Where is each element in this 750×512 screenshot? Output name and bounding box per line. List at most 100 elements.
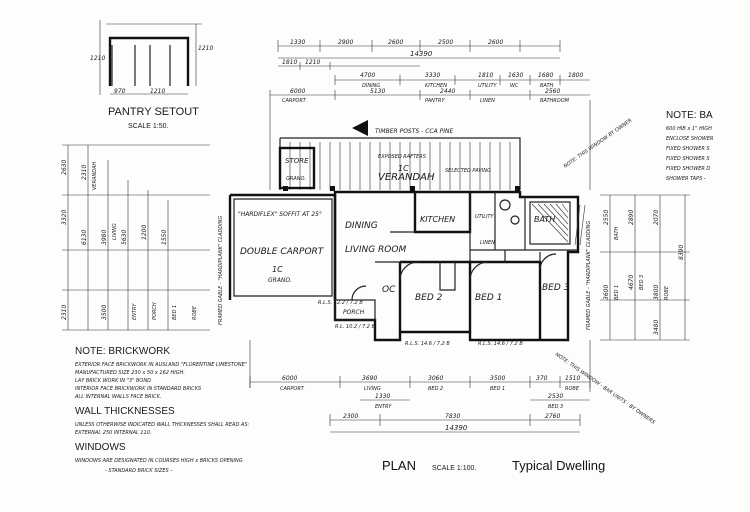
bottom-dimensions: 6000 3690 3060 3500 370 1510 CARPORT LIV… bbox=[249, 340, 591, 433]
left-dimensions: 2630 2310 3320 6130 3980 5630 1200 1550 … bbox=[61, 144, 210, 331]
top-dim-label: DINING bbox=[362, 83, 380, 89]
right-dim: 2890 bbox=[628, 210, 635, 225]
top-dim-label: UTILITY bbox=[478, 83, 498, 89]
note-rafters: EXPOSED RAFTERS bbox=[378, 154, 427, 160]
top-dim-label: KITCHEN bbox=[425, 83, 447, 89]
room-store-sub: GRANO. bbox=[286, 176, 306, 182]
notes-windows: WINDOWS WINDOWS ARE DESIGNATED IN COURSE… bbox=[75, 442, 243, 474]
note-paving: SELECTED PAVING bbox=[445, 168, 491, 174]
left-dim: 5630 bbox=[121, 230, 128, 245]
pantry-dim-label: 970 bbox=[114, 88, 126, 95]
right-dim: 8390 bbox=[678, 245, 685, 260]
bottom-dim-label: BED 2 bbox=[428, 386, 443, 392]
note-rl: R.L.S. 12.2 / 7.2 B bbox=[318, 300, 363, 306]
top-dim: 2600 bbox=[488, 39, 503, 46]
left-dim-label: BED 1 bbox=[172, 305, 178, 320]
door-bed1 bbox=[469, 261, 489, 281]
title-block: PLAN SCALE 1:100. Typical Dwelling bbox=[382, 458, 605, 473]
right-dim-label: BATH bbox=[614, 226, 620, 240]
bottom-dim: 3060 bbox=[428, 375, 443, 382]
bottom-dim: 1330 bbox=[375, 393, 390, 400]
left-dim: 2630 bbox=[61, 160, 68, 175]
pantry-dim-lines bbox=[99, 20, 202, 95]
porch bbox=[334, 299, 376, 321]
bottom-dim-label: ENTRY bbox=[375, 404, 392, 410]
windows-line: WINDOWS ARE DESIGNATED IN COURSES HIGH x… bbox=[75, 458, 243, 464]
bottom-dim: 3500 bbox=[490, 375, 505, 382]
bottom-dim-label: CARPORT bbox=[280, 386, 305, 392]
left-dim: 6130 bbox=[81, 230, 88, 245]
right-dimensions: 2550 2890 2070 8390 3600 4670 3800 3480 … bbox=[600, 194, 690, 341]
top-dim: 3330 bbox=[425, 72, 440, 79]
corridor-walls bbox=[504, 250, 541, 262]
note-brickwork-line: EXTERIOR FACE BRICKWORK IN AUSLAND "FLOR… bbox=[75, 362, 247, 368]
door-bed2 bbox=[399, 261, 419, 281]
pantry-shelves bbox=[111, 45, 171, 86]
room-bath: BATH bbox=[534, 215, 555, 224]
top-dim: 2440 bbox=[440, 88, 455, 95]
top-dim-label: BATHROOM bbox=[540, 98, 570, 104]
bottom-dim-label: LIVING bbox=[364, 386, 381, 392]
house-external-walls bbox=[333, 190, 580, 342]
right-dim: 2070 bbox=[653, 210, 660, 225]
left-dim: 3500 bbox=[101, 305, 108, 320]
top-dimensions: 1330 2900 2600 2500 2600 14390 1810 1210… bbox=[269, 39, 591, 190]
timber-post bbox=[283, 186, 288, 191]
note-brickwork-line: INTERIOR FACE BRICKWORK IN STANDARD BRIC… bbox=[75, 386, 202, 392]
note-gable-left: FRAMED GABLE - "HARDIPLANK" CLADDING bbox=[218, 216, 224, 325]
timber-post bbox=[515, 186, 520, 191]
note-bathroom-line: ENCLOSE SHOWER bbox=[666, 136, 713, 142]
internal-walls bbox=[375, 231, 415, 263]
title-name: Typical Dwelling bbox=[512, 458, 605, 473]
note-rl: R.L.S. 14.6 / 7.2 B bbox=[478, 341, 523, 347]
room-porch: PORCH bbox=[343, 309, 365, 316]
room-dining: DINING bbox=[345, 221, 378, 231]
top-dim-label: CARPORT bbox=[282, 98, 307, 104]
note-brickwork-line: MANUFACTURED SIZE 230 x 50 x 162 HIGH. bbox=[75, 370, 185, 376]
left-dim-label: PORCH bbox=[152, 302, 158, 320]
note-timber-posts: TIMBER POSTS - CCA PINE bbox=[375, 128, 453, 135]
right-dim: 2550 bbox=[603, 210, 610, 225]
top-dim: 1810 bbox=[478, 72, 493, 79]
windows-heading: WINDOWS bbox=[75, 442, 126, 453]
top-dim: 2500 bbox=[438, 39, 453, 46]
robe bbox=[439, 262, 456, 291]
room-carport-code: 1C bbox=[272, 265, 283, 274]
pantry-dim-label: 1210 bbox=[150, 88, 165, 95]
room-utility: UTILITY bbox=[475, 214, 495, 220]
title-plan: PLAN bbox=[382, 458, 416, 473]
top-overall-dim: 14390 bbox=[410, 50, 433, 58]
top-dim: 1810 bbox=[282, 59, 297, 66]
pantry-dim-label: 1210 bbox=[198, 45, 213, 52]
right-dim: 4670 bbox=[628, 275, 635, 290]
top-dim: 6000 bbox=[290, 88, 305, 95]
title-scale: SCALE 1:100. bbox=[432, 465, 476, 472]
note-bathroom-line: FIXED SHOWER D bbox=[666, 166, 710, 172]
top-dim: 5130 bbox=[370, 88, 385, 95]
left-dim-label: VERANDAH bbox=[92, 162, 98, 190]
pantry-wall bbox=[108, 36, 190, 86]
bottom-dim-label: ROBE bbox=[565, 386, 580, 392]
note-brickwork-heading: NOTE: BRICKWORK bbox=[75, 346, 170, 357]
room-verandah-code: 1C bbox=[398, 164, 409, 173]
note-gable-right: FRAMED GABLE - "HARDIPLANK" CLADDING bbox=[586, 221, 592, 330]
bottom-dim: 2760 bbox=[545, 413, 560, 420]
room-kitchen: KITCHEN bbox=[420, 215, 455, 224]
top-dim-label: WC bbox=[510, 83, 519, 89]
bottom-dim: 6000 bbox=[282, 375, 297, 382]
right-dim: 3480 bbox=[653, 320, 660, 335]
pantry-setout: 970 1210 1210 1210 PANTRY SETOUT SCALE 1… bbox=[90, 20, 213, 130]
room-store: STORE bbox=[285, 157, 309, 165]
left-dim: 2310 bbox=[61, 305, 68, 320]
room-bed1: BED 1 bbox=[475, 293, 502, 303]
top-dim-label: BATH bbox=[540, 83, 554, 89]
top-dim: 1800 bbox=[568, 72, 583, 79]
top-dim: 2900 bbox=[338, 39, 353, 46]
room-bed3: BED 3 bbox=[542, 283, 570, 293]
top-dim-label: LINEN bbox=[480, 98, 495, 104]
note-window-owner: NOTE: THIS WINDOW BY OWNER bbox=[563, 118, 634, 170]
left-dim: 1550 bbox=[161, 230, 168, 245]
store-walls bbox=[278, 146, 316, 190]
carport-inner bbox=[233, 198, 333, 297]
